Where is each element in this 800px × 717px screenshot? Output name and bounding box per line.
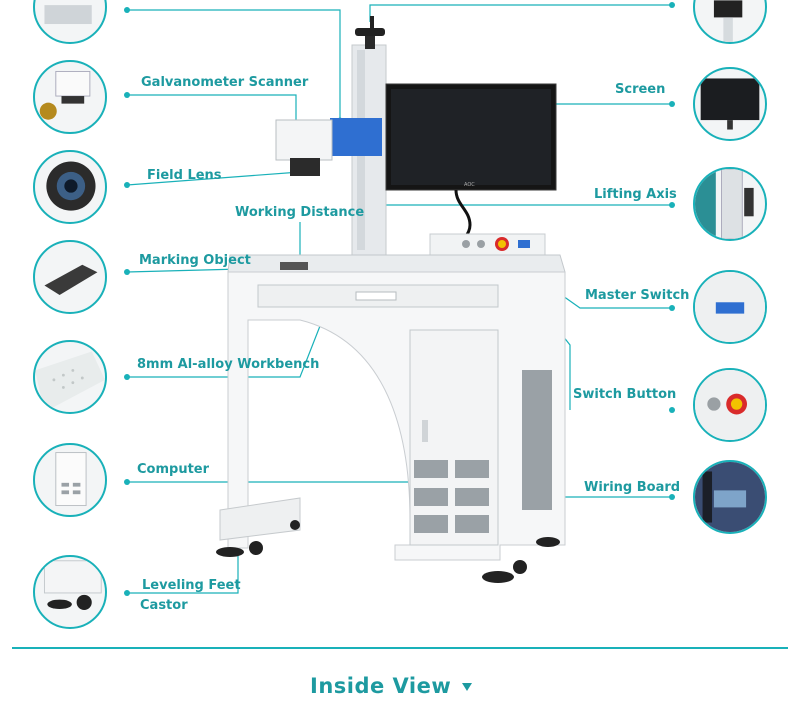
label-castor: Castor	[140, 598, 188, 613]
chevron-down-icon	[462, 683, 472, 691]
label-galvanometer: Galvanometer Scanner	[141, 75, 309, 90]
label-field-lens: Field Lens	[147, 168, 222, 183]
label-computer: Computer	[137, 462, 210, 477]
section-divider	[12, 647, 788, 649]
label-lifting-axis: Lifting Axis	[594, 187, 677, 202]
thumb-switch-button	[693, 368, 767, 442]
label-wiring-board: Wiring Board	[584, 480, 681, 495]
monitor-brand: AOC	[464, 182, 475, 188]
thumb-master-switch	[693, 270, 767, 344]
thumb-galvanometer	[33, 60, 107, 134]
label-marking-object: Marking Object	[139, 253, 251, 268]
thumb-marking-object	[33, 240, 107, 314]
label-working-distance: Working Distance	[235, 205, 365, 220]
thumb-field-lens	[33, 150, 107, 224]
thumb-wiring-board	[693, 460, 767, 534]
thumb-computer	[33, 443, 107, 517]
label-screen: Screen	[615, 82, 666, 97]
thumb-lifting-axis	[693, 167, 767, 241]
section-title: Inside View	[310, 674, 452, 698]
label-leveling-feet: Leveling Feet	[142, 578, 241, 593]
label-workbench: 8mm Al-alloy Workbench	[137, 357, 320, 372]
thumb-screen	[693, 67, 767, 141]
thumb-workbench	[33, 340, 107, 414]
label-master-switch: Master Switch	[585, 288, 690, 303]
thumb-leveling-feet	[33, 555, 107, 629]
label-switch-button: Switch Button	[573, 387, 677, 402]
